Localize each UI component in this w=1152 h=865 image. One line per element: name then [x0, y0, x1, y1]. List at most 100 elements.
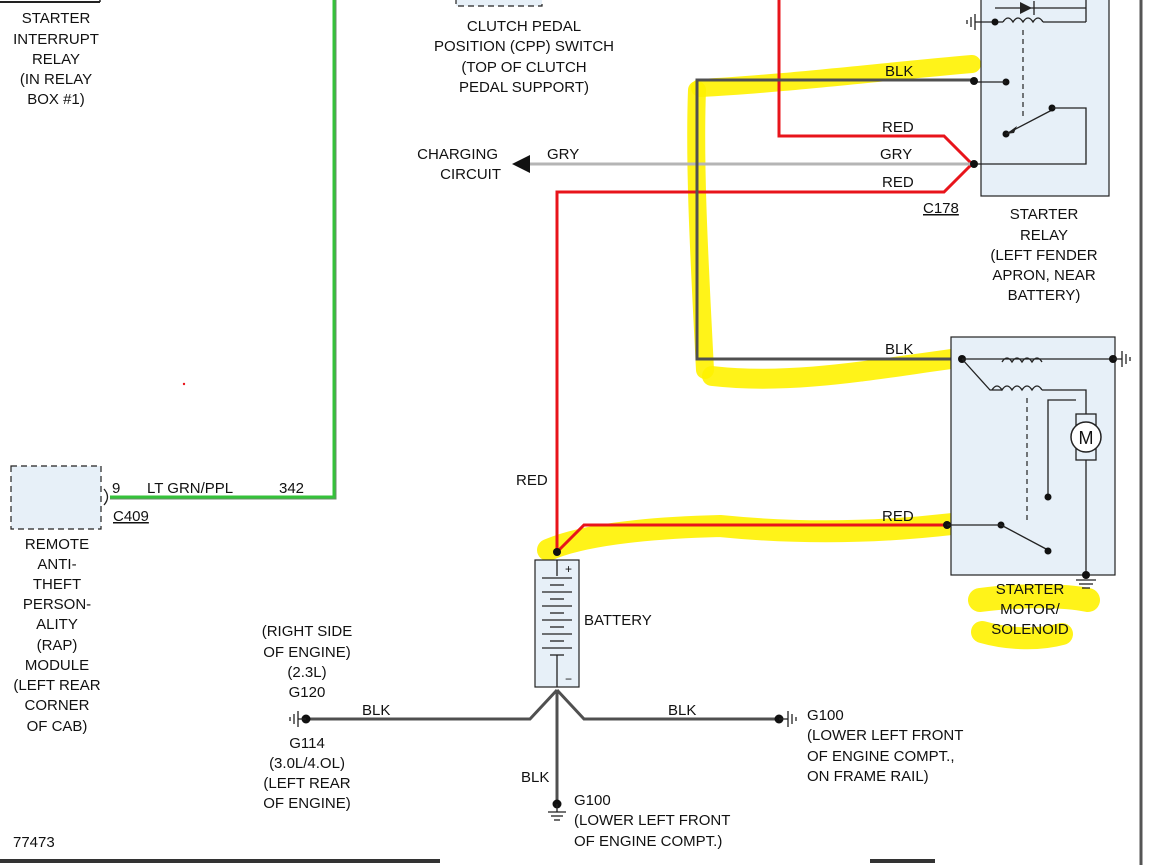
stray-red-dot	[182, 382, 186, 386]
wire-label-blk-motor: BLK	[885, 341, 913, 358]
motor-ground-icon-bottom	[1076, 579, 1096, 589]
wire-blk-right	[555, 688, 778, 721]
starter-relay-internals	[966, 0, 1087, 168]
highlight-blk-top	[691, 55, 981, 97]
battery-positive-node	[553, 548, 561, 556]
motor-symbol-label: M	[1079, 428, 1094, 448]
ground-g114-label: G114 (3.0L/4.OL) (LEFT REAR OF ENGINE)	[263, 735, 351, 812]
wire-label-blk-top: BLK	[885, 63, 913, 80]
pin-9-label: 9	[112, 480, 120, 497]
starter-interrupt-relay-label: STARTER INTERRUPT RELAY (IN RELAY BOX #1…	[13, 10, 99, 108]
rap-module-line-2: ANTI-	[37, 556, 76, 573]
motor-switch-blade	[1000, 524, 1049, 551]
charging-circuit-label: CHARGING CIRCUIT	[417, 146, 501, 183]
wire-red-motor	[555, 523, 946, 554]
starter-motor-internals: M	[943, 351, 1131, 589]
motor-contact-right	[1044, 547, 1052, 555]
starter-motor-box	[950, 336, 1116, 576]
rap-module-line-10: OF CAB)	[27, 718, 88, 735]
solenoid-coil-icon	[1001, 357, 1043, 364]
relay-switch-arrow-icon	[1006, 126, 1017, 134]
g120-line-2: OF ENGINE)	[263, 644, 351, 661]
starter-relay-box	[980, 0, 1110, 197]
solenoid-pull-in-lead	[961, 358, 1002, 391]
highlight-starter-label-2	[971, 621, 1073, 650]
relay-terminal-power	[970, 160, 978, 168]
starter-interrupt-relay-line-4: (IN RELAY	[20, 71, 92, 88]
cpp-switch-label: CLUTCH PEDAL POSITION (CPP) SWITCH (TOP …	[434, 18, 614, 96]
motor-field-lead	[1047, 399, 1076, 497]
wire-label-blk-left: BLK	[362, 702, 390, 719]
connector-c178: C178	[923, 200, 959, 217]
wire-label-gry-left: GRY	[547, 146, 579, 163]
highlight-starter-label	[968, 584, 1100, 612]
wire-lt-grn-ppl-shadow	[110, 0, 337, 500]
g120-line-1: (RIGHT SIDE	[262, 623, 353, 640]
wire-label-blk-right: BLK	[668, 702, 696, 719]
wire-label-red-top: RED	[882, 119, 914, 136]
motor-icon	[1070, 421, 1102, 453]
ground-right-icon	[779, 711, 797, 727]
starter-relay-line-4: APRON, NEAR	[992, 267, 1096, 284]
starter-relay-line-5: BATTERY)	[1008, 287, 1081, 304]
wire-label-red-vertical: RED	[516, 472, 548, 489]
rap-module-connector-icon	[103, 488, 109, 506]
motor-field-terminal	[1044, 493, 1052, 501]
solenoid-hold-coil-icon	[991, 385, 1043, 392]
g100-bottom-line-3: OF ENGINE COMPT.)	[574, 833, 722, 850]
battery-negative-sign: −	[565, 672, 572, 686]
relay-coil-icon	[1002, 17, 1044, 24]
rap-module-box	[10, 465, 102, 530]
ground-g120-label: (RIGHT SIDE OF ENGINE) (2.3L) G120	[262, 623, 353, 701]
g100-right-line-3: OF ENGINE COMPT.,	[807, 748, 955, 765]
battery-label: BATTERY	[584, 612, 652, 629]
relay-contact-lead	[976, 107, 1087, 165]
cpp-switch-line-4: PEDAL SUPPORT)	[459, 79, 589, 96]
cpp-switch-box	[455, 0, 543, 7]
g100-bottom-line-2: (LOWER LEFT FRONT	[574, 812, 730, 829]
solenoid-to-motor-lead	[1042, 389, 1087, 414]
rap-module-label: REMOTE ANTI- THEFT PERSON- ALITY (RAP) M…	[13, 536, 100, 735]
cpp-switch-line-2: POSITION (CPP) SWITCH	[434, 38, 614, 55]
cpp-switch-line-1: CLUTCH PEDAL	[467, 18, 581, 35]
circuit-342-label: 342	[279, 480, 304, 497]
g100-right-line-2: (LOWER LEFT FRONT	[807, 727, 963, 744]
battery-positive-sign: +	[565, 562, 572, 576]
g100-right-line-1: G100	[807, 707, 844, 724]
starter-interrupt-relay-line-1: STARTER	[22, 10, 91, 27]
rap-module-line-8: (LEFT REAR	[13, 677, 100, 694]
ground-g100-right-label: G100 (LOWER LEFT FRONT OF ENGINE COMPT.,…	[807, 707, 963, 785]
wire-label-red-mid: RED	[882, 174, 914, 191]
relay-terminal-blk-outer	[970, 77, 978, 85]
g100-bottom-line-1: G100	[574, 792, 611, 809]
rap-module-line-9: CORNER	[24, 697, 89, 714]
g114-line-2: (3.0L/4.OL)	[269, 755, 345, 772]
starter-motor-line-2: MOTOR/	[1000, 601, 1061, 618]
charging-circuit-line-1: CHARGING	[417, 146, 498, 163]
wire-label-gry-right: GRY	[880, 146, 912, 163]
wire-blk-left	[306, 688, 559, 721]
rap-module-line-5: ALITY	[36, 616, 78, 633]
g120-line-4: G120	[289, 684, 326, 701]
starter-motor-label: STARTER MOTOR/ SOLENOID	[991, 581, 1069, 638]
g114-line-1: G114	[289, 735, 325, 752]
rap-module-line-3: THEFT	[33, 576, 81, 593]
starter-relay-line-1: STARTER	[1010, 206, 1079, 223]
wire-label-lt-grn-ppl: LT GRN/PPL	[147, 480, 233, 497]
cpp-switch-line-3: (TOP OF CLUTCH	[461, 59, 586, 76]
relay-ground-dot	[991, 18, 999, 26]
rap-module-line-6: (RAP)	[37, 637, 78, 654]
charging-circuit-line-2: CIRCUIT	[440, 166, 501, 183]
relay-diode-icon	[1020, 2, 1032, 14]
starter-relay-label: STARTER RELAY (LEFT FENDER APRON, NEAR B…	[990, 206, 1097, 304]
rap-module-line-1: REMOTE	[25, 536, 89, 553]
starter-relay-line-2: RELAY	[1020, 227, 1068, 244]
starter-relay-line-3: (LEFT FENDER	[990, 247, 1097, 264]
g114-line-4: OF ENGINE)	[263, 795, 351, 812]
highlight-red-motor	[537, 513, 963, 561]
ground-g100-bottom-label: G100 (LOWER LEFT FRONT OF ENGINE COMPT.)	[574, 792, 730, 850]
connector-c409: C409	[113, 508, 149, 525]
wire-blk-relay-motor	[695, 78, 976, 361]
diagram-id: 77473	[13, 834, 55, 851]
starter-motor-line-1: STARTER	[996, 581, 1065, 598]
